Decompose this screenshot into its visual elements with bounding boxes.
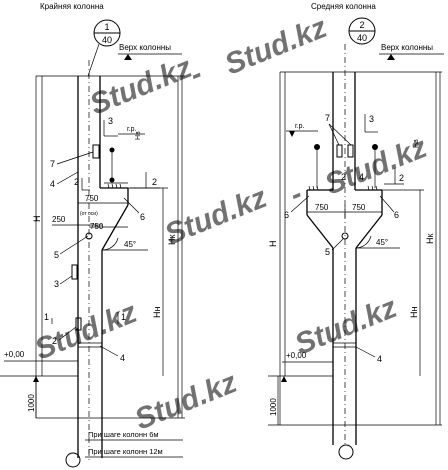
middle-label-hk: Hк	[425, 234, 435, 244]
edge-callout-5: 5	[54, 250, 59, 260]
middle-label-hv: Hв	[413, 139, 420, 148]
edge-note-6m: При шаге колонн 6м	[88, 430, 159, 439]
middle-zero-level: +0,00	[286, 351, 307, 360]
middle-marker-top: 2	[359, 20, 364, 30]
edge-callout-2-bottom: 2	[52, 336, 57, 346]
edge-axis-marker: 1 40	[87, 19, 121, 77]
middle-bottom-axis-marker	[338, 444, 354, 460]
watermark-text: Stud.kz	[220, 11, 331, 82]
middle-callout-7: 7	[325, 113, 330, 123]
edge-callout-4-top: 4	[50, 179, 55, 189]
edge-marker-bottom: 40	[102, 35, 112, 45]
edge-callout-6: 6	[140, 212, 145, 222]
middle-label-hn: Hн	[409, 307, 419, 318]
middle-gr-label: г.р.	[295, 123, 305, 130]
middle-callout-6-right: 6	[394, 210, 399, 220]
edge-dim-750-top: 750	[85, 194, 99, 203]
middle-callout-2-center: 2	[341, 172, 346, 182]
edge-callout-1-right: 1	[121, 312, 126, 322]
middle-callout-6-left: 6	[284, 210, 289, 220]
edge-angle-45: 45°	[124, 240, 136, 249]
middle-zero-level-mark	[281, 376, 287, 382]
middle-dim-750-left: 750	[315, 203, 329, 212]
watermark-text: Stud.kz	[290, 291, 401, 362]
edge-column: Крайняя колонна 1 40 Верх колонны	[0, 2, 185, 468]
watermark-text: Stud.kz	[85, 51, 196, 122]
middle-callout-3: 3	[369, 114, 374, 124]
middle-callout-5: 5	[325, 247, 330, 257]
middle-dim-750-right: 750	[352, 203, 366, 212]
middle-column-title: Средняя колонна	[311, 2, 376, 11]
edge-callout-2-right: 2	[152, 177, 157, 187]
middle-angle-45: 45°	[376, 238, 388, 247]
edge-callout-7: 7	[50, 159, 55, 169]
watermark-sep: -	[285, 177, 307, 211]
edge-note-12m: При шаге колонн 12м	[88, 447, 163, 456]
edge-dim-750-bottom: 750	[90, 222, 104, 231]
edge-callout-3-top: 3	[108, 116, 113, 126]
edge-callout-2-left: 2	[74, 177, 79, 187]
edge-dim-250: 250	[52, 215, 66, 224]
edge-label-hv: Hв	[135, 131, 142, 140]
edge-gr-label: г.р.	[127, 126, 137, 133]
edge-zero-level: +0,00	[4, 350, 25, 359]
middle-top-level-mark	[387, 54, 395, 60]
middle-callout-2-right: 2	[399, 173, 404, 183]
edge-marker-top: 1	[104, 22, 109, 32]
edge-top-level-mark	[124, 54, 132, 60]
middle-axis-marker: 2 40	[348, 17, 376, 45]
middle-marker-bottom: 40	[357, 33, 367, 43]
middle-callout-4-bottom: 4	[377, 354, 382, 364]
edge-label-hk: Hк	[167, 235, 177, 245]
edge-top-label: Верх колонны	[119, 43, 171, 52]
edge-dim-otosi: (от оси)	[80, 211, 98, 217]
edge-dim-1000: 1000	[27, 394, 36, 412]
edge-column-title: Крайняя колонна	[40, 2, 104, 11]
edge-label-h: H	[32, 216, 42, 223]
watermark-text: Stud.kz	[130, 366, 241, 437]
edge-bottom-axis-marker	[65, 452, 81, 468]
edge-label-hn: Hн	[152, 307, 162, 318]
middle-top-label: Верх колонны	[381, 43, 433, 52]
edge-callout-4-bottom: 4	[120, 353, 125, 363]
middle-callout-4-center: 4	[359, 172, 364, 182]
edge-callout-1-left: 1	[44, 312, 49, 322]
middle-label-h: H	[268, 241, 278, 248]
middle-dim-1000: 1000	[269, 398, 278, 416]
edge-callout-3-bottom: 3	[54, 279, 59, 289]
middle-column: Средняя колонна 2 40 Верх колонны	[268, 2, 444, 460]
